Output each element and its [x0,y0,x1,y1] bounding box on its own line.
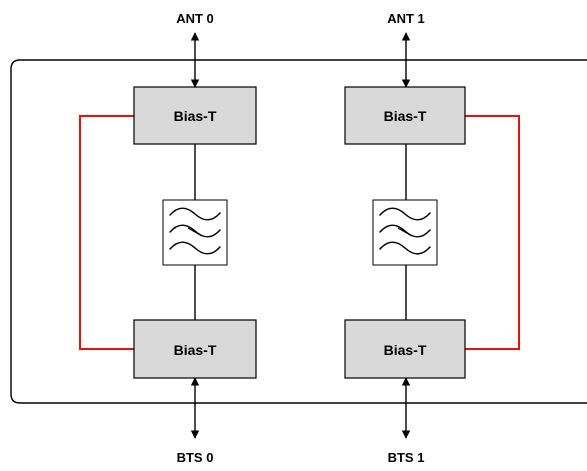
bias-t-ant1-label: Bias-T [384,108,427,124]
bias-t-bts0-label: Bias-T [174,342,217,358]
enclosure-outline [10,59,587,404]
bias-t-ant1: Bias-T [344,86,466,145]
bts0-label: BTS 0 [177,450,214,465]
bandpass-filter-0-icon [162,199,228,266]
dc-bypass-1 [465,115,520,350]
bts1-label: BTS 1 [388,450,425,465]
ant0-label: ANT 0 [176,11,214,26]
bias-t-ant0: Bias-T [133,86,257,145]
bias-t-bts1-label: Bias-T [384,342,427,358]
bandpass-filter-1-icon [372,199,438,266]
ant1-label: ANT 1 [387,11,425,26]
bias-t-bts0: Bias-T [133,319,257,379]
bias-t-bts1: Bias-T [344,319,466,379]
dc-bypass-0 [79,115,134,350]
bias-t-ant0-label: Bias-T [174,108,217,124]
